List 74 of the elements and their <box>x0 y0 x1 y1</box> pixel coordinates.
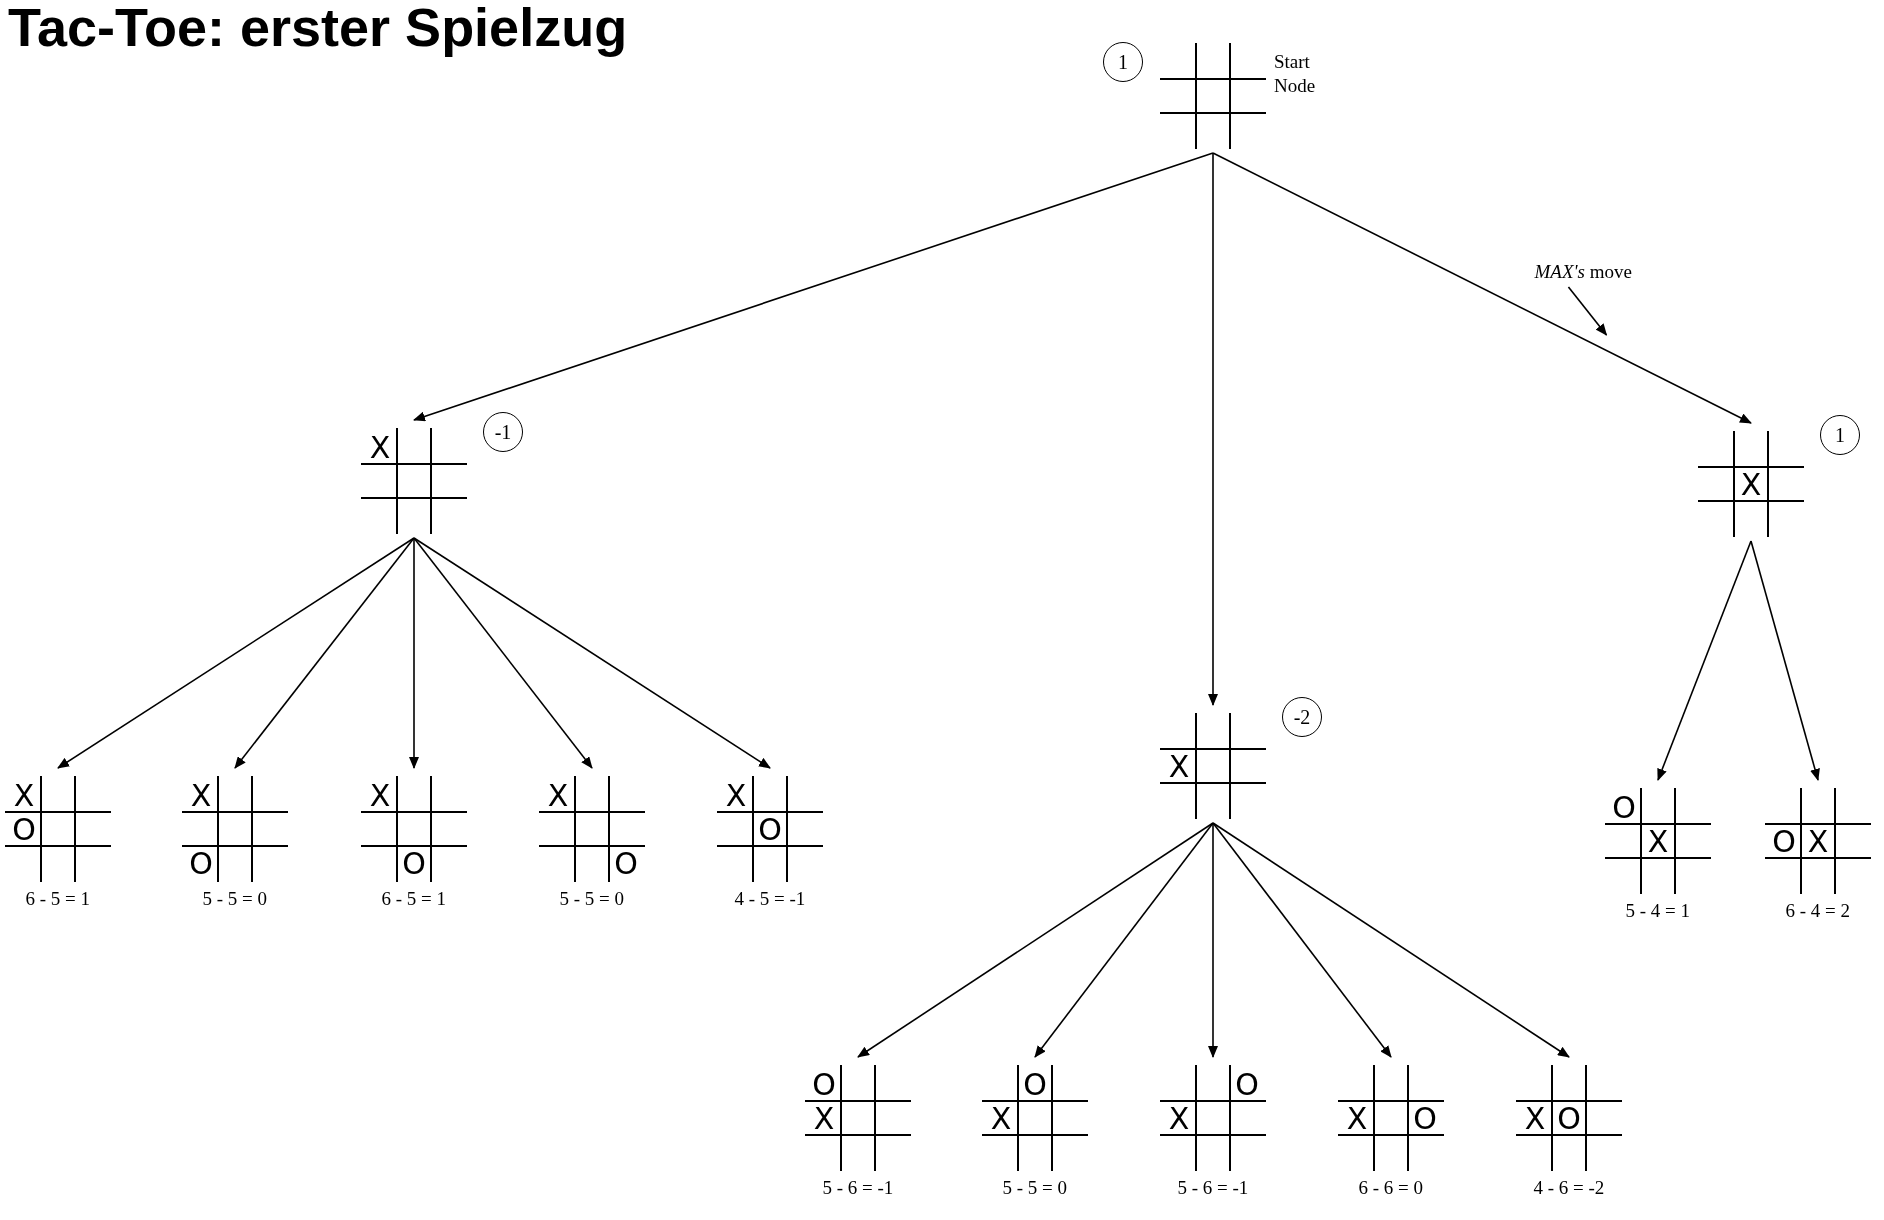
arrow <box>1657 540 1752 781</box>
arrow <box>1750 540 1820 781</box>
board-mark: X <box>1806 824 1830 858</box>
board-mark: X <box>1167 749 1191 783</box>
arrow <box>1212 822 1392 1058</box>
arrow <box>1212 152 1752 424</box>
score-text: 4 - 5 = -1 <box>734 888 806 910</box>
tic-tac-toe-board <box>1700 433 1802 535</box>
board-mark: O <box>11 812 37 846</box>
board-mark: O <box>188 846 214 880</box>
tic-tac-toe-board <box>184 778 286 880</box>
tic-tac-toe-board <box>1607 790 1709 892</box>
tic-tac-toe-board <box>1340 1067 1442 1169</box>
arrow <box>234 537 415 769</box>
board-mark: X <box>12 778 36 812</box>
board-mark: O <box>811 1067 837 1101</box>
board-mark: O <box>613 846 639 880</box>
board-mark: X <box>812 1101 836 1135</box>
board-mark: X <box>1523 1101 1547 1135</box>
score-text: 4 - 6 = -2 <box>1533 1177 1605 1199</box>
annotation-text: MAX's move <box>1534 261 1632 283</box>
score-text: 5 - 5 = 0 <box>559 888 625 910</box>
arrow <box>1212 822 1570 1058</box>
board-mark: X <box>1167 1101 1191 1135</box>
tic-tac-toe-board <box>1767 790 1869 892</box>
board-mark: X <box>989 1101 1013 1135</box>
tic-tac-toe-board <box>1162 1067 1264 1169</box>
title: Tac-Toe: erster Spielzug <box>8 0 628 58</box>
board-mark: X <box>1739 467 1763 501</box>
board-mark: O <box>1234 1067 1260 1101</box>
board-mark: X <box>1646 824 1670 858</box>
score-text: 6 - 6 = 0 <box>1358 1177 1424 1199</box>
score-text: 6 - 4 = 2 <box>1785 900 1851 922</box>
tic-tac-toe-board <box>719 778 821 880</box>
board-mark: X <box>546 778 570 812</box>
arrow <box>1208 152 1218 706</box>
arrow <box>409 537 419 769</box>
score-text: 5 - 6 = -1 <box>1177 1177 1249 1199</box>
board-mark: O <box>1611 790 1637 824</box>
tic-tac-toe-board <box>541 778 643 880</box>
tic-tac-toe-board <box>1518 1067 1620 1169</box>
tic-tac-toe-board <box>807 1067 909 1169</box>
board-mark: X <box>368 430 392 464</box>
arrow <box>1208 822 1218 1058</box>
board-mark: O <box>757 812 783 846</box>
board-mark: O <box>1412 1101 1438 1135</box>
tic-tac-toe-board <box>363 430 465 532</box>
board-mark: O <box>1022 1067 1048 1101</box>
board-mark: X <box>1345 1101 1369 1135</box>
tic-tac-toe-board <box>984 1067 1086 1169</box>
arrow <box>413 152 1214 422</box>
score-text: 5 - 4 = 1 <box>1625 900 1691 922</box>
score-text: 5 - 6 = -1 <box>822 1177 894 1199</box>
board-mark: O <box>1556 1101 1582 1135</box>
board-mark: O <box>401 846 427 880</box>
score-text: 6 - 5 = 1 <box>381 888 447 910</box>
score-text: 5 - 5 = 0 <box>1002 1177 1068 1199</box>
start-node-label: Start Node <box>1274 50 1317 98</box>
board-mark: X <box>724 778 748 812</box>
direction-arrow <box>1567 286 1608 336</box>
score-text: 6 - 5 = 1 <box>25 888 91 910</box>
tic-tac-toe-board <box>363 778 465 880</box>
tic-tac-toe-board <box>1162 715 1264 817</box>
arrow <box>857 822 1214 1058</box>
board-mark: O <box>1771 824 1797 858</box>
tic-tac-toe-board <box>1162 45 1264 147</box>
arrow <box>413 537 771 769</box>
tic-tac-toe-board <box>7 778 109 880</box>
arrow <box>1034 822 1214 1058</box>
board-mark: X <box>368 778 392 812</box>
score-text: 5 - 5 = 0 <box>202 888 268 910</box>
board-mark: X <box>189 778 213 812</box>
arrow <box>413 537 593 769</box>
arrow <box>57 537 415 769</box>
